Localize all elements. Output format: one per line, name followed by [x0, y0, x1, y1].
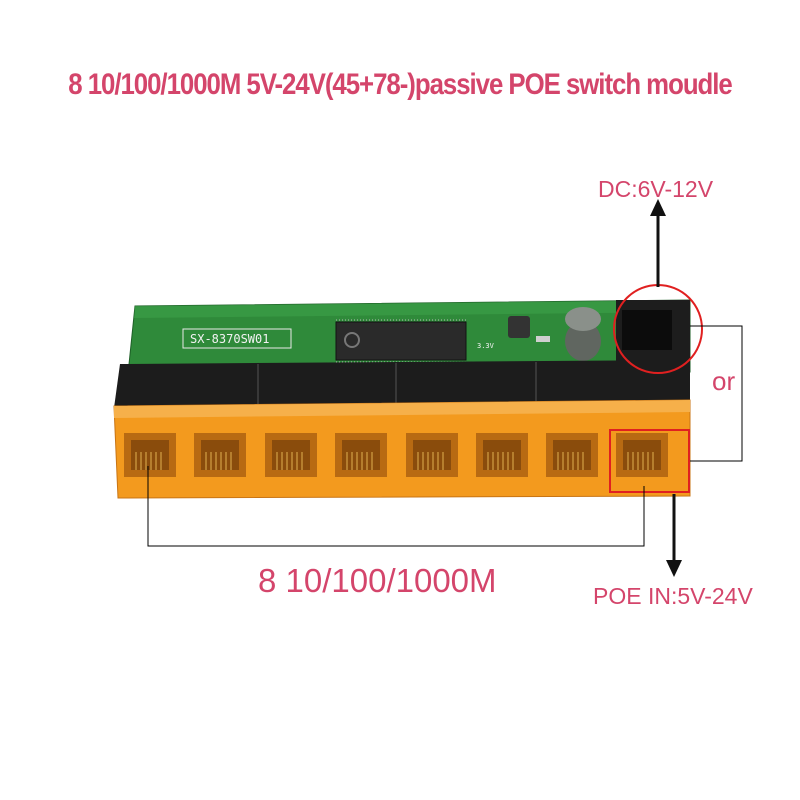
rj45-port — [546, 433, 598, 477]
rj45-port — [406, 433, 458, 477]
switch-chip — [335, 321, 467, 361]
rj45-port — [265, 433, 317, 477]
rj45-block-top-edge — [114, 400, 690, 418]
magnetics-row — [114, 360, 690, 408]
ports-label: 8 10/100/1000M — [258, 562, 497, 599]
capacitor-body — [565, 321, 601, 361]
pcb-silkscreen-voltage: 3.3V — [477, 342, 495, 350]
pcb-highlight — [134, 300, 690, 318]
poe-arrow-head — [666, 560, 682, 577]
poe-port-highlight-box — [609, 429, 690, 493]
rj45-port — [476, 433, 528, 477]
rj45-port-poe — [616, 433, 668, 477]
rj45-port — [335, 433, 387, 477]
dc-jack-opening — [622, 310, 672, 350]
rj45-port — [124, 433, 176, 477]
chip-logo — [344, 332, 360, 348]
or-connector-bracket — [690, 325, 743, 462]
smd-components — [536, 336, 550, 342]
pcb-silkscreen-model: SX-8370SW01 — [190, 332, 269, 346]
silkscreen-box — [182, 328, 292, 349]
or-label: or — [712, 366, 736, 396]
dc-input-label: DC:6V-12V — [598, 176, 714, 202]
capacitor-top — [565, 307, 601, 331]
dc-arrow-head — [650, 199, 666, 216]
rj45-port — [194, 433, 246, 477]
product-title: 8 10/100/1000M 5V-24V(45+78-)passive POE… — [68, 68, 733, 101]
ports-span-bracket — [147, 466, 645, 547]
inductor — [508, 316, 530, 338]
poe-input-label: POE IN:5V-24V — [593, 583, 753, 609]
